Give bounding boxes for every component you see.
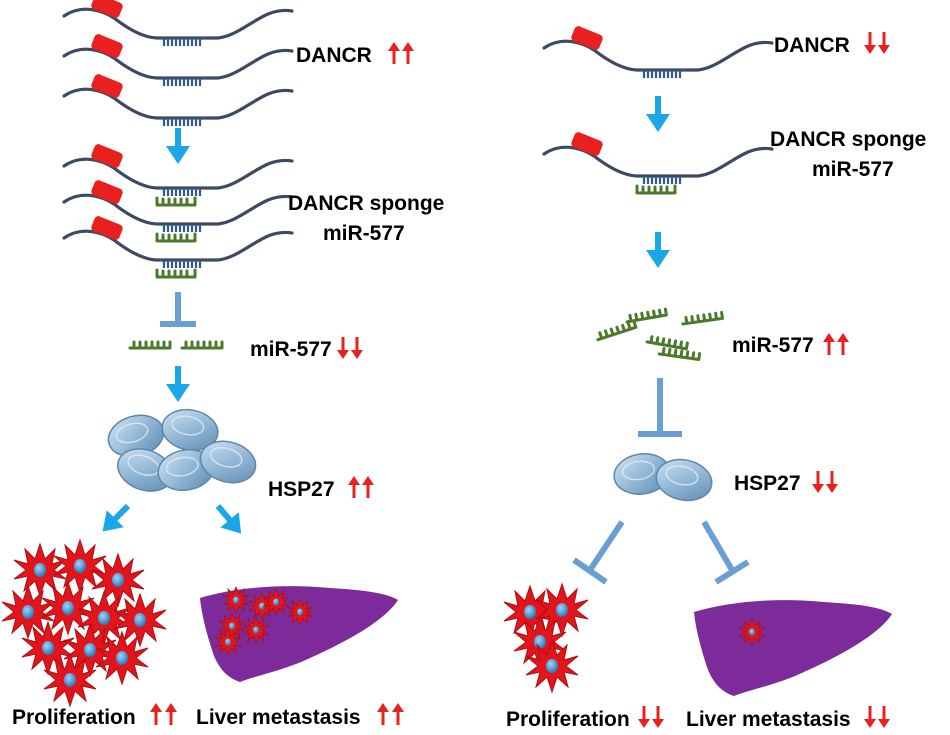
- flow-arrow-icon: [166, 128, 190, 164]
- flow-arrow-icon: [94, 498, 136, 540]
- down-arrow-icon: [876, 704, 892, 730]
- left-proliferation-label: Proliferation: [12, 706, 136, 729]
- flow-arrow-icon: [646, 232, 670, 268]
- hsp27-cluster: [103, 404, 261, 500]
- down-arrow-icon: [824, 469, 840, 495]
- up-arrow-icon: [375, 701, 391, 727]
- mirna-bound: [155, 268, 197, 279]
- right-panel: DANCR DANCR sponge miR-577 miR-577 HSP27: [503, 23, 926, 731]
- up-arrow-icon: [390, 701, 406, 727]
- flow-arrow-icon: [166, 366, 190, 402]
- down-arrow-icon: [862, 704, 878, 730]
- right-proliferation-label: Proliferation: [506, 708, 630, 731]
- inhibition-icon: [160, 292, 196, 327]
- up-arrow-icon: [835, 331, 851, 357]
- left-dancr-label: DANCR: [296, 44, 372, 67]
- up-arrow-icon: [346, 474, 362, 500]
- left-hsp-label: HSP27: [268, 478, 335, 501]
- left-panel: DANCR DANCR sponge miR-577 miR-577 HSP2: [1, 0, 444, 729]
- up-arrow-icon: [360, 474, 376, 500]
- left-liver-label: Liver metastasis: [196, 706, 361, 729]
- up-arrow-icon: [163, 701, 179, 727]
- mirna-bound: [155, 232, 197, 243]
- up-arrow-icon: [821, 331, 837, 357]
- liver-metastasis-icon: [200, 586, 398, 682]
- right-mir-label: miR-577: [732, 334, 814, 357]
- up-arrow-icon: [148, 701, 164, 727]
- mirna-free: [180, 340, 224, 350]
- inhibition-icon: [572, 520, 625, 585]
- down-arrow-icon: [636, 704, 652, 730]
- mirna-bound: [155, 196, 197, 207]
- up-arrow-icon: [400, 40, 416, 66]
- down-arrow-icon: [876, 30, 892, 56]
- right-sponge-label-line2: miR-577: [812, 158, 894, 181]
- right-hsp-label: HSP27: [734, 472, 801, 495]
- down-arrow-icon: [349, 335, 365, 361]
- dancr-strand: [542, 23, 774, 80]
- right-liver-label: Liver metastasis: [686, 708, 851, 731]
- dancr-strand: [62, 71, 294, 128]
- up-arrow-icon: [386, 40, 402, 66]
- left-sponge-label-line1: DANCR sponge: [288, 192, 444, 215]
- dancr-strand: [542, 129, 774, 186]
- down-arrow-icon: [862, 30, 878, 56]
- hsp27-cluster: [610, 449, 717, 507]
- down-arrow-icon: [335, 335, 351, 361]
- mirna-bound: [635, 184, 677, 195]
- down-arrow-icon: [650, 704, 666, 730]
- proliferation-cell-cluster: [503, 583, 589, 693]
- inhibition-icon: [638, 378, 682, 437]
- left-mir-label: miR-577: [250, 338, 332, 361]
- inhibition-icon: [701, 520, 750, 585]
- mirna-free: [128, 340, 172, 350]
- free-mirna-group: [594, 307, 724, 362]
- down-arrow-icon: [810, 469, 826, 495]
- left-sponge-label-line2: miR-577: [323, 222, 405, 245]
- flow-arrow-icon: [646, 96, 670, 132]
- liver-metastasis-icon: [694, 600, 892, 696]
- flow-arrow-icon: [209, 498, 251, 541]
- right-sponge-label-line1: DANCR sponge: [770, 128, 926, 151]
- right-dancr-label: DANCR: [774, 34, 850, 57]
- proliferation-cell-cluster: [1, 539, 167, 707]
